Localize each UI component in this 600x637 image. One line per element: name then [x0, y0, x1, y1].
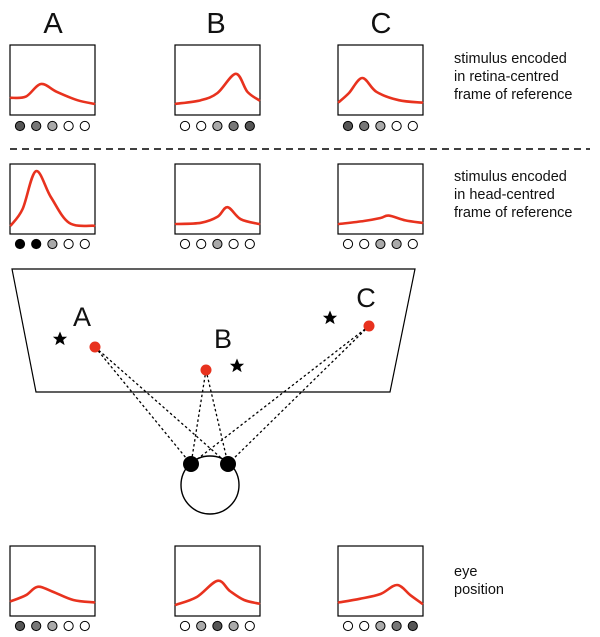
panel-eye-b-neuron-dot: [179, 620, 191, 632]
panel-retina-a-neuron-dot: [14, 120, 26, 132]
panel-head-a-curve: [9, 169, 96, 228]
panel-head-b-curve: [174, 205, 261, 226]
panel-eye-a-neuron-dot: [14, 620, 26, 632]
panel-head-a-neuron-dot: [79, 238, 90, 250]
panel-retina-a-neuron-dot: [63, 120, 74, 132]
panel-head-c-curve: [337, 214, 424, 226]
panel-eye-b-neuron-dot: [212, 620, 223, 632]
panel-eye-c-frame: [337, 545, 424, 617]
panel-head-c-neuron-dot: [375, 238, 386, 250]
panel-head-c-neuron-dot: [391, 238, 402, 250]
panel-eye-c-neuron-dot: [407, 620, 418, 632]
panel-eye-c-neuron-dot: [375, 620, 386, 632]
scene-label-c: C: [356, 283, 376, 313]
red-dot-icon: [363, 320, 375, 332]
panel-head-c-neuron-dot: [359, 238, 370, 250]
eye-icon: [183, 456, 199, 472]
description-head-line3: frame of reference: [454, 205, 572, 221]
sight-line: [190, 369, 207, 465]
panel-retina-b-curve: [174, 72, 261, 106]
description-eye-line2: position: [454, 582, 504, 598]
panel-head-b-neuron-dot: [179, 238, 191, 250]
panel-eye-b-neuron-dot: [244, 620, 255, 632]
panel-eye-a-neuron-dot: [63, 620, 74, 632]
panel-retina-c-neuron-dot: [375, 120, 386, 132]
panel-retina-a-neuron-dot: [79, 120, 90, 132]
panel-eye-a-neuron-dot: [31, 620, 42, 632]
description-retina-line3: frame of reference: [454, 87, 572, 103]
panel-eye-a-curve: [9, 585, 96, 604]
tuning-panels: [9, 44, 424, 632]
panel-retina-a-frame: [9, 44, 96, 116]
panel-retina-c-neuron-dot: [407, 120, 418, 132]
red-dot-icon: [200, 364, 212, 376]
column-header-b: B: [206, 8, 225, 40]
red-dot-icon: [89, 341, 101, 353]
panel-eye-a-frame: [9, 545, 96, 617]
panel-eye-c-curve: [337, 583, 424, 605]
panel-head-a-neuron-dot: [63, 238, 74, 250]
panel-eye-c-neuron-dot: [359, 620, 370, 632]
panel-retina-b-neuron-dot: [212, 120, 223, 132]
description-head-line1: stimulus encoded: [454, 169, 567, 185]
panel-head-b-neuron-dot: [212, 238, 223, 250]
sight-lines: [94, 325, 370, 465]
panel-head-a-neuron-dot: [14, 238, 26, 250]
panel-head-b-neuron-dot: [228, 238, 239, 250]
scene-label-a: A: [73, 302, 91, 332]
description-eye-line1: eye: [454, 564, 477, 580]
panel-retina-c-neuron-dot: [391, 120, 402, 132]
panel-eye-c-neuron-dot: [391, 620, 402, 632]
sight-line: [205, 369, 229, 465]
scene-label-b: B: [214, 324, 232, 354]
panel-retina-c-neuron-dot: [359, 120, 370, 132]
panel-eye-b-neuron-dot: [228, 620, 239, 632]
panel-head-c-neuron-dot: [407, 238, 418, 250]
description-head-line2: in head-centred: [454, 187, 555, 203]
panel-retina-b-neuron-dot: [179, 120, 191, 132]
panel-head-b-neuron-dot: [244, 238, 255, 250]
panel-eye-a-neuron-dot: [47, 620, 58, 632]
panel-head-a-neuron-dot: [31, 238, 42, 250]
panel-retina-b-neuron-dot: [196, 120, 207, 132]
description-retina-line1: stimulus encoded: [454, 51, 567, 67]
sight-line: [94, 346, 192, 465]
star-icon: [52, 331, 68, 346]
panel-retina-b-neuron-dot: [228, 120, 239, 132]
panel-retina-b-frame: [174, 44, 261, 116]
panel-retina-b-neuron-dot: [244, 120, 255, 132]
panel-eye-a-neuron-dot: [79, 620, 90, 632]
panel-eye-c-neuron-dot: [342, 620, 354, 632]
panel-head-b-neuron-dot: [196, 238, 207, 250]
panel-retina-a-curve: [9, 82, 96, 106]
panel-eye-b-neuron-dot: [196, 620, 207, 632]
panel-retina-a-neuron-dot: [47, 120, 58, 132]
visual-field-trapezoid: [11, 268, 416, 393]
panel-eye-b-curve: [174, 579, 261, 607]
panel-head-a-neuron-dot: [47, 238, 58, 250]
column-header-c: C: [371, 8, 392, 40]
column-header-a: A: [43, 8, 63, 40]
star-icon: [229, 358, 245, 373]
panel-retina-c-frame: [337, 44, 424, 116]
panel-retina-c-neuron-dot: [342, 120, 354, 132]
visual-scene: A B C: [11, 268, 416, 515]
description-retina-line2: in retina-centred: [454, 69, 559, 85]
star-icon: [322, 310, 338, 325]
panel-head-c-neuron-dot: [342, 238, 354, 250]
eye-icon: [220, 456, 236, 472]
panel-retina-a-neuron-dot: [31, 120, 42, 132]
panel-retina-c-curve: [337, 76, 424, 104]
